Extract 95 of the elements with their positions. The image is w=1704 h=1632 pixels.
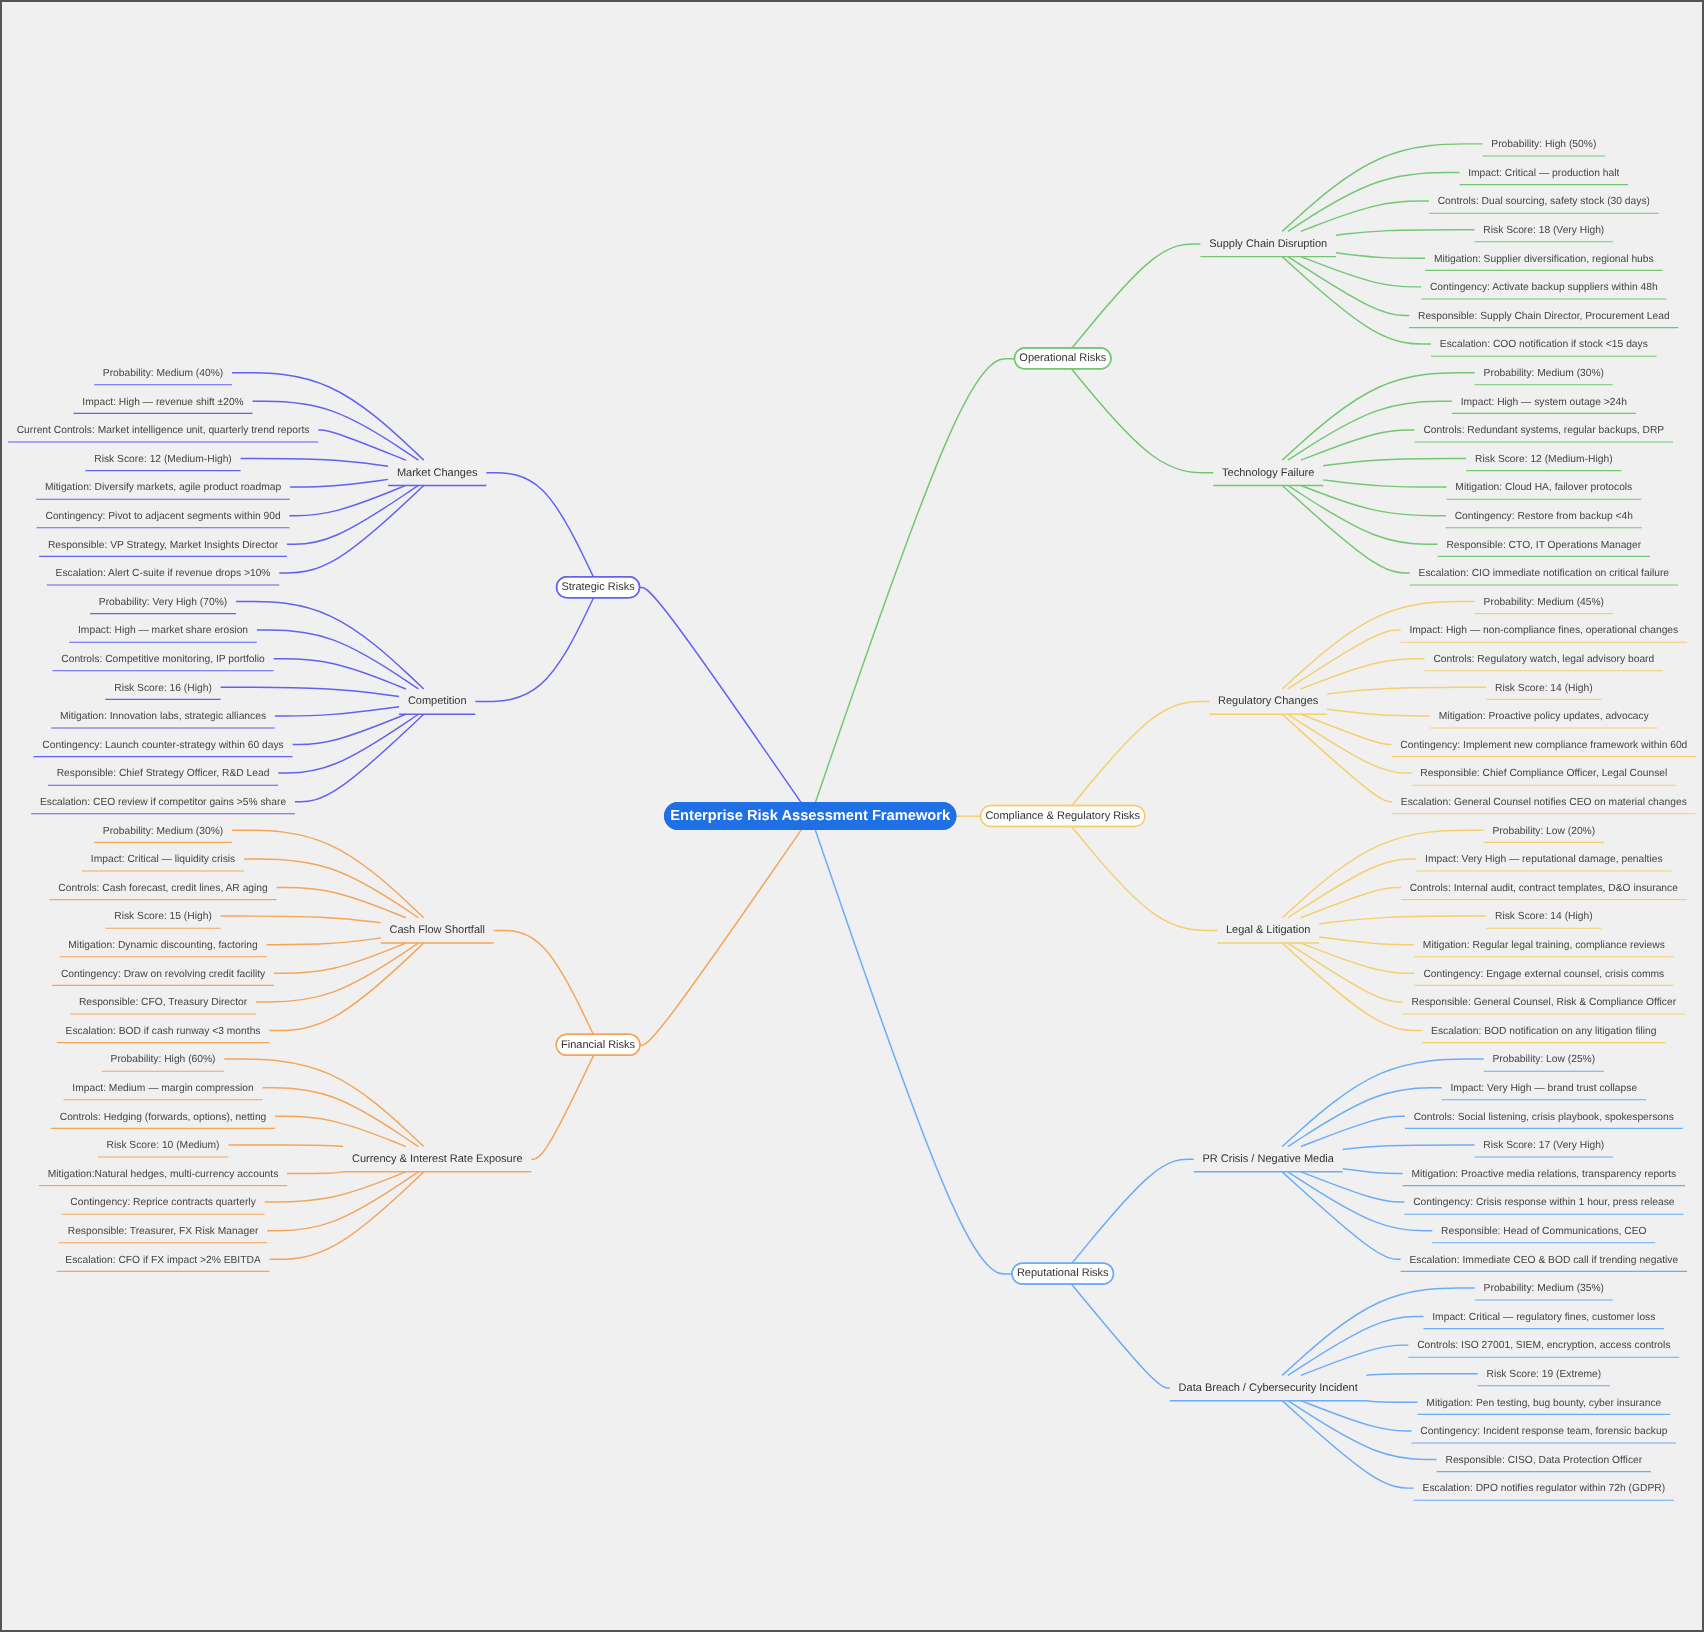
- connector: [814, 357, 1016, 804]
- connector: [1300, 484, 1447, 517]
- connector: [1365, 1399, 1419, 1404]
- connector: [1281, 1399, 1415, 1489]
- connector: [317, 429, 407, 461]
- connector: [1071, 243, 1202, 350]
- connector: [1335, 228, 1476, 236]
- connector: [286, 484, 420, 546]
- connector: [274, 1115, 407, 1148]
- connector: [955, 815, 982, 818]
- connector: [1281, 371, 1476, 461]
- connector: [1281, 600, 1476, 690]
- connector: [1322, 457, 1467, 467]
- connector: [1287, 942, 1404, 1003]
- connector: [223, 1058, 425, 1148]
- connector: [294, 713, 425, 803]
- connector: [227, 1144, 344, 1148]
- connector: [1300, 657, 1426, 690]
- connector: [273, 942, 407, 975]
- connector: [274, 706, 400, 717]
- connector: [235, 600, 425, 690]
- connector: [639, 586, 803, 804]
- connector: [1300, 200, 1430, 233]
- connector: [231, 829, 425, 919]
- connector: [1281, 143, 1484, 233]
- connector: [1318, 915, 1487, 925]
- connector: [1300, 886, 1402, 919]
- connector: [1287, 484, 1439, 546]
- connector: [256, 629, 420, 690]
- connector: [272, 657, 407, 690]
- connector: [1071, 1283, 1171, 1389]
- connector: [1071, 368, 1214, 474]
- connector: [268, 942, 425, 1032]
- connector: [1281, 942, 1424, 1032]
- connector: [1281, 1058, 1485, 1148]
- connector: [289, 478, 389, 488]
- connector: [814, 828, 1014, 1275]
- connector: [261, 1086, 420, 1148]
- connector: [493, 929, 595, 1036]
- connector: [1281, 484, 1411, 574]
- connector: [1335, 252, 1426, 260]
- connector: [485, 472, 595, 578]
- connector: [291, 713, 407, 746]
- connector: [1365, 1372, 1479, 1377]
- connector: [1287, 1171, 1434, 1232]
- connector: [1300, 1171, 1406, 1203]
- connector: [1326, 708, 1431, 717]
- connector: [266, 1171, 420, 1232]
- connector: [530, 1054, 595, 1160]
- connector: [1300, 1115, 1406, 1148]
- connector: [1322, 479, 1448, 488]
- connector: [278, 484, 425, 574]
- connector: [286, 1171, 344, 1175]
- connector: [1287, 1399, 1438, 1461]
- connector: [639, 828, 803, 1046]
- connector: [1287, 255, 1410, 317]
- connector: [1287, 1086, 1443, 1148]
- connector: [1287, 713, 1413, 774]
- connector: [1300, 942, 1416, 975]
- connector: [255, 942, 420, 1003]
- connector: [219, 686, 400, 698]
- connector: [277, 713, 420, 774]
- connector: [1071, 826, 1218, 932]
- connector: [1071, 1158, 1195, 1265]
- connector: [251, 400, 420, 461]
- connector: [1071, 700, 1210, 807]
- connector: [1287, 1315, 1425, 1377]
- connector: [1341, 1144, 1476, 1151]
- connector: [243, 858, 420, 919]
- connector: [1300, 429, 1416, 461]
- connector: [1300, 255, 1422, 288]
- connector: [1281, 829, 1485, 919]
- connector: [1281, 713, 1393, 803]
- connector: [1300, 1344, 1410, 1377]
- connector: [1300, 1399, 1413, 1432]
- connector: [239, 457, 389, 467]
- connector: [1281, 1287, 1476, 1377]
- connector: [1326, 686, 1487, 695]
- connector: [1318, 936, 1415, 946]
- connector: [1287, 858, 1418, 919]
- connector: [263, 1171, 407, 1203]
- connector: [219, 915, 382, 924]
- connector: [1287, 629, 1402, 690]
- connector: [1287, 171, 1461, 233]
- connector: [1287, 400, 1453, 461]
- connector: [288, 484, 407, 517]
- connector: [275, 886, 407, 919]
- connector: [1281, 255, 1432, 345]
- connector: [265, 937, 382, 946]
- connector: [1300, 713, 1393, 746]
- connector: [268, 1171, 425, 1261]
- connector: [1341, 1168, 1404, 1175]
- connector: [474, 597, 595, 703]
- connector: [1281, 1171, 1402, 1261]
- connector: [231, 371, 425, 461]
